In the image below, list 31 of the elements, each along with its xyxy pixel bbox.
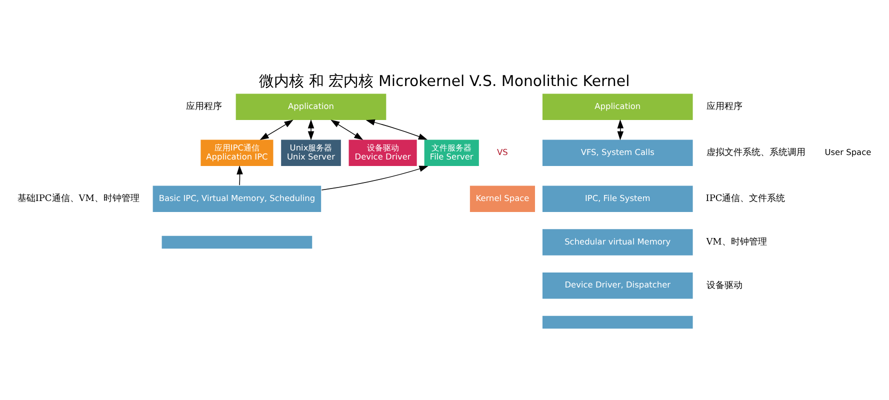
node-box: Basic IPC, Virtual Memory, Scheduling [152, 185, 322, 213]
node-label: 基础IPC通信、VM、时钟管理 [17, 194, 140, 204]
node-box: VFS, System Calls [542, 139, 694, 167]
node-label: 设备驱动 [706, 280, 743, 291]
arrow [330, 120, 364, 140]
node-bar [161, 235, 313, 250]
node-box: 文件服务器 File Server [424, 139, 480, 167]
node-label: IPC通信、文件系统 [706, 194, 786, 204]
node-label: VM、时钟管理 [706, 238, 767, 248]
node-box: Kernel Space [469, 185, 536, 213]
node-text: VS [497, 146, 508, 157]
node-box: Device Driver, Dispatcher [542, 272, 694, 300]
label: User Space [824, 146, 872, 157]
arrow [321, 166, 428, 190]
arrow [308, 119, 314, 140]
node-box: IPC, File System [542, 185, 694, 213]
arrow [236, 165, 243, 186]
node-box: Application [235, 93, 387, 121]
node-bar [542, 315, 694, 330]
node-label: 应用程序 [186, 102, 222, 112]
node-box: Unix服务器 Unix Server [280, 139, 342, 167]
arrow [260, 120, 294, 140]
node-label: 应用程序 [706, 102, 743, 112]
diagram-title: 微内核 和 宏内核 Microkernel V.S. Monolithic Kernel [259, 72, 630, 90]
node-box: Application [542, 93, 694, 121]
node-box: 应用IPC通信 Application IPC [200, 139, 274, 167]
arrow [617, 119, 624, 140]
arrow [366, 119, 428, 140]
node-label: 虚拟文件系统、系统调用 [706, 148, 806, 158]
node-box: 设备驱动 Device Driver [348, 139, 418, 167]
node-box: Schedular virtual Memory [542, 228, 694, 256]
